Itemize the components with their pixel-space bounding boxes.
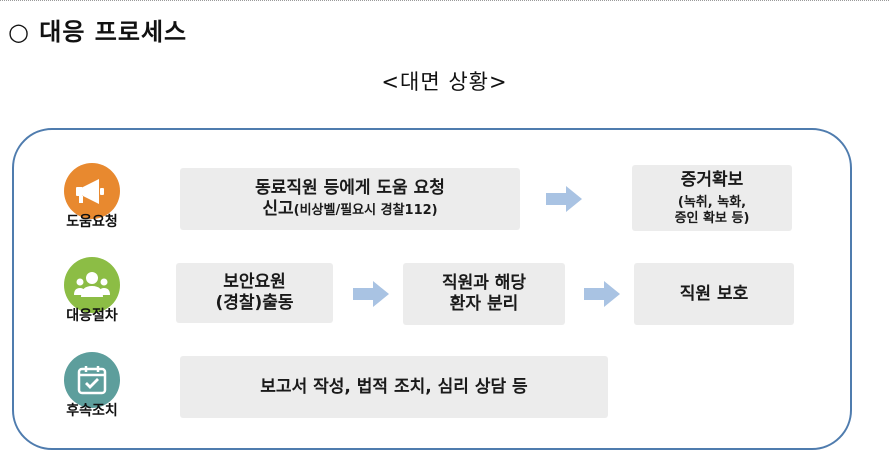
megaphone-icon: [64, 163, 120, 219]
process-frame: [12, 128, 852, 450]
calendar-check-icon: [64, 352, 120, 408]
box-protect-staff: 직원 보호: [634, 263, 794, 325]
badge-label-response: 대응절차: [66, 308, 118, 324]
protect-staff-text: 직원 보호: [679, 283, 749, 304]
evidence-title: 증거확보: [680, 169, 744, 190]
badge-label-followup: 후속조치: [66, 403, 118, 419]
request-line2-prefix: 신고: [262, 199, 294, 219]
box-followup-main: 보고서 작성, 법적 조치, 심리 상담 등: [180, 356, 608, 418]
box-request-main: 동료직원 등에게 도움 요청 신고(비상벨/필요시 경찰112): [180, 168, 520, 230]
badge-response: 대응절차: [54, 257, 130, 325]
badge-label-request: 도움요청: [66, 214, 118, 230]
request-line2: 신고(비상벨/필요시 경찰112): [262, 199, 437, 220]
arrow-request-1: [546, 186, 582, 212]
person-group-icon: [64, 257, 120, 313]
section-heading: ○ 대응 프로세스: [8, 17, 188, 46]
diagram-subtitle: <대면 상황>: [381, 70, 508, 94]
top-dotted-rule: [0, 0, 889, 1]
arrow-response-2: [584, 281, 620, 307]
request-line1: 동료직원 등에게 도움 요청: [255, 178, 445, 198]
badge-followup: 후속조치: [54, 352, 130, 420]
dispatch-line2: (경찰)출동: [215, 293, 294, 313]
box-separate: 직원과 해당 환자 분리: [403, 263, 565, 325]
badge-request: 도움요청: [54, 163, 130, 231]
dispatch-line1: 보안요원: [223, 272, 286, 292]
evidence-line2: 증인 확보 등): [674, 210, 750, 226]
separate-line1: 직원과 해당: [441, 273, 527, 293]
followup-text: 보고서 작성, 법적 조치, 심리 상담 등: [260, 376, 528, 397]
arrow-response-1: [353, 281, 389, 307]
box-security-dispatch: 보안요원 (경찰)출동: [176, 263, 333, 323]
evidence-line1: (녹취, 녹화,: [677, 194, 747, 210]
separate-line2: 환자 분리: [449, 294, 519, 314]
request-line2-paren: (비상벨/필요시 경찰112): [293, 203, 438, 218]
box-evidence: 증거확보 (녹취, 녹화, 증인 확보 등): [632, 165, 792, 231]
